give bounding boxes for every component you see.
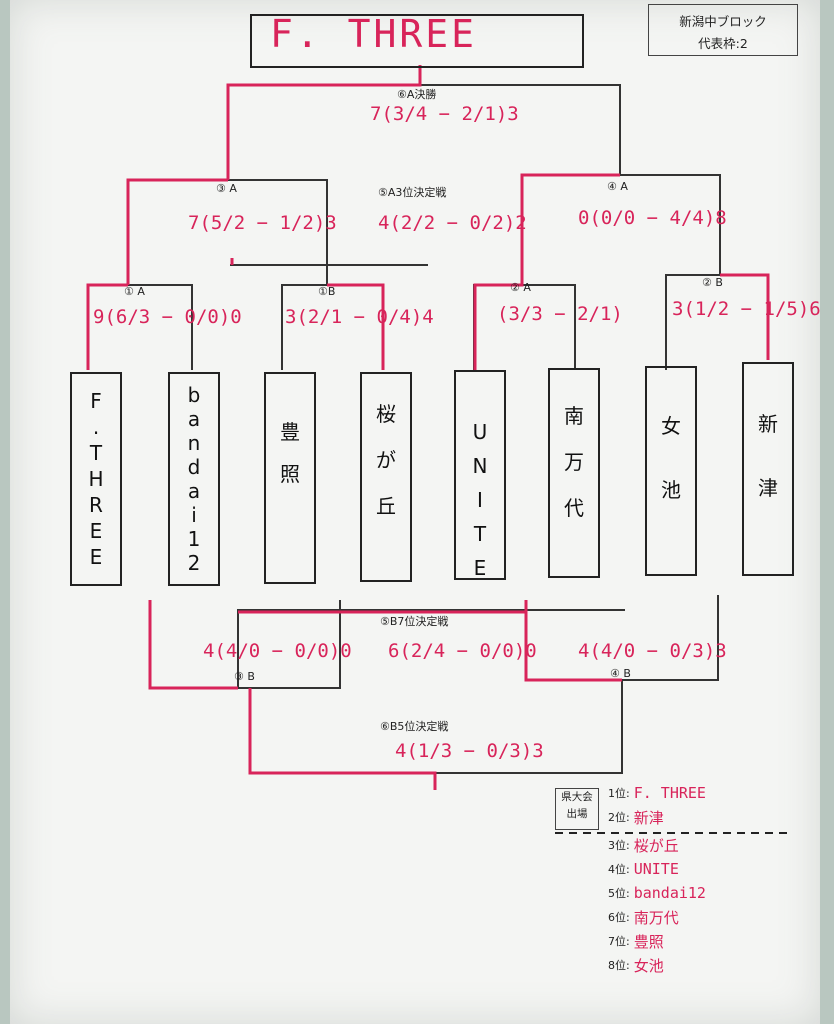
team-char: F [90,389,102,413]
prefectural-qualifier-box: 県大会 出場 [555,788,599,830]
team-char: 2 [187,551,201,575]
team-char: 豊 [280,420,300,444]
champion-banner-box [250,14,584,68]
ranking-place: 2位: [608,811,630,824]
team-char: E [473,556,487,580]
ranking-team: 新津 [633,808,664,827]
block-quota: 代表枠:2 [698,36,748,51]
team-char: が [376,448,396,472]
team-char: i [191,503,197,527]
team-char: n [187,431,201,455]
r1-2b-label: ② B [702,276,723,289]
team-char: N [472,454,488,478]
ranking-place: 8位: [608,959,630,972]
ranking-row: 7位:豊照 [608,929,808,953]
team-char: T [473,522,487,546]
r1-1b-label: ①B [318,285,336,298]
team-box-meike: 女 池 [645,366,697,576]
ranking-place: 3位: [608,839,630,852]
team-char: 桜 [376,402,396,426]
team-char: 新 [758,412,778,436]
team-char: 南 [564,404,584,428]
r1-2a-label: ② A [510,281,531,294]
a-semi-left-score: 7(5/2 − 1/2)3 [188,212,337,234]
ranking-row: 6位:南万代 [608,905,808,929]
ranking-row: 5位:bandai12 [608,881,808,905]
team-char: a [187,479,201,503]
team-char: a [187,407,201,431]
a-third-score: 4(2/2 − 0/2)2 [378,212,527,234]
b-seventh-score: 6(2/4 − 0/0)0 [388,640,537,662]
a-final-label: ⑥A決勝 [397,88,437,101]
champion-name: F. THREE [270,12,478,56]
team-char: 代 [564,496,584,520]
ranking-place: 6位: [608,911,630,924]
team-char: R [89,493,103,517]
team-box-unite: U N I T E [454,370,506,580]
team-char: . [92,415,100,439]
team-char: I [477,488,483,512]
ranking-row: 3位:桜が丘 [608,833,808,857]
prefectural-label-line1: 県大会 [561,791,593,803]
b-left-score: 4(4/0 − 0/0)0 [203,640,352,662]
a-semi-left-label: ③ A [216,182,237,195]
r1-2b-score: 3(1/2 − 1/5)6 [672,298,821,320]
team-char: E [89,519,103,543]
team-box-toyoteru: 豊 照 [264,372,316,584]
b-left-label: ③ B [234,670,255,683]
ranking-place: 7位: [608,935,630,948]
team-char: E [89,545,103,569]
ranking-place: 4位: [608,863,630,876]
ranking-place: 1位: [608,787,630,800]
r1-2a-score: (3/3 − 2/1) [497,303,623,325]
team-char: 丘 [376,494,396,518]
final-rankings: 1位:F. THREE 2位:新津 3位:桜が丘 4位:UNITE 5位:ban… [608,782,808,977]
team-box-f-three: F . T H R E E [70,372,122,586]
block-info-box: 新潟中ブロック 代表枠:2 [648,4,798,56]
team-char: b [187,383,201,407]
ranking-row: 8位:女池 [608,953,808,977]
ranking-team: 女池 [633,956,664,975]
r1-1a-score: 9(6/3 − 0/0)0 [93,306,242,328]
ranking-row: 1位:F. THREE [608,782,808,804]
a-final-score: 7(3/4 − 2/1)3 [370,103,519,125]
a-third-label: ⑤A3位決定戦 [378,186,447,199]
team-box-bandai12: b a n d a i 1 2 [168,372,220,586]
team-char: 万 [564,450,584,474]
a-semi-right-score: 0(0/0 − 4/4)8 [578,207,727,229]
team-char: 照 [280,462,300,486]
team-char: 津 [758,476,778,500]
ranking-team: 桜が丘 [633,836,679,855]
ranking-row: 2位:新津 [608,804,808,830]
b-right-label: ④ B [610,667,631,680]
ranking-team: F. THREE [633,784,706,802]
a-semi-right-label: ④ A [607,180,628,193]
prefectural-label-line2: 出場 [566,808,588,820]
r1-1b-score: 3(2/1 − 0/4)4 [285,306,434,328]
ranking-place: 5位: [608,887,630,900]
team-box-sakuragaoka: 桜 が 丘 [360,372,412,582]
team-char: H [88,467,104,491]
ranking-team: bandai12 [633,884,706,902]
team-char: d [187,455,201,479]
ranking-row: 4位:UNITE [608,857,808,881]
b-fifth-label: ⑥B5位決定戦 [380,720,449,733]
ranking-team: UNITE [633,860,679,878]
team-char: T [89,441,103,465]
team-char: U [472,420,488,444]
team-box-minamibandai: 南 万 代 [548,368,600,578]
b-seventh-label: ⑤B7位決定戦 [380,615,449,628]
ranking-team: 南万代 [633,908,679,927]
team-box-niitsu: 新 津 [742,362,794,576]
team-char: 1 [187,527,201,551]
bracket-sheet [10,0,820,1024]
team-char: 女 [661,414,681,438]
block-name: 新潟中ブロック [679,14,767,29]
b-right-score: 4(4/0 − 0/3)3 [578,640,727,662]
r1-1a-label: ① A [124,285,145,298]
b-fifth-score: 4(1/3 − 0/3)3 [395,740,544,762]
team-char: 池 [661,478,681,502]
ranking-team: 豊照 [633,932,664,951]
